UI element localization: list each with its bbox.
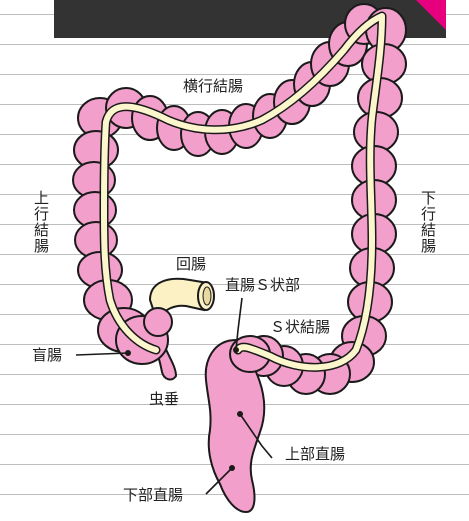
leader-rectosigmoid xyxy=(236,298,242,350)
leader-dot-upper-rectum xyxy=(237,411,243,417)
leader-dot-cecum xyxy=(125,350,131,356)
leader-lower-rectum xyxy=(206,468,232,494)
leader-cecum xyxy=(76,353,128,355)
leader-upper-rectum xyxy=(240,414,272,458)
leader-dot-lower-rectum xyxy=(229,465,235,471)
leader-dot-rectosigmoid xyxy=(233,347,239,353)
